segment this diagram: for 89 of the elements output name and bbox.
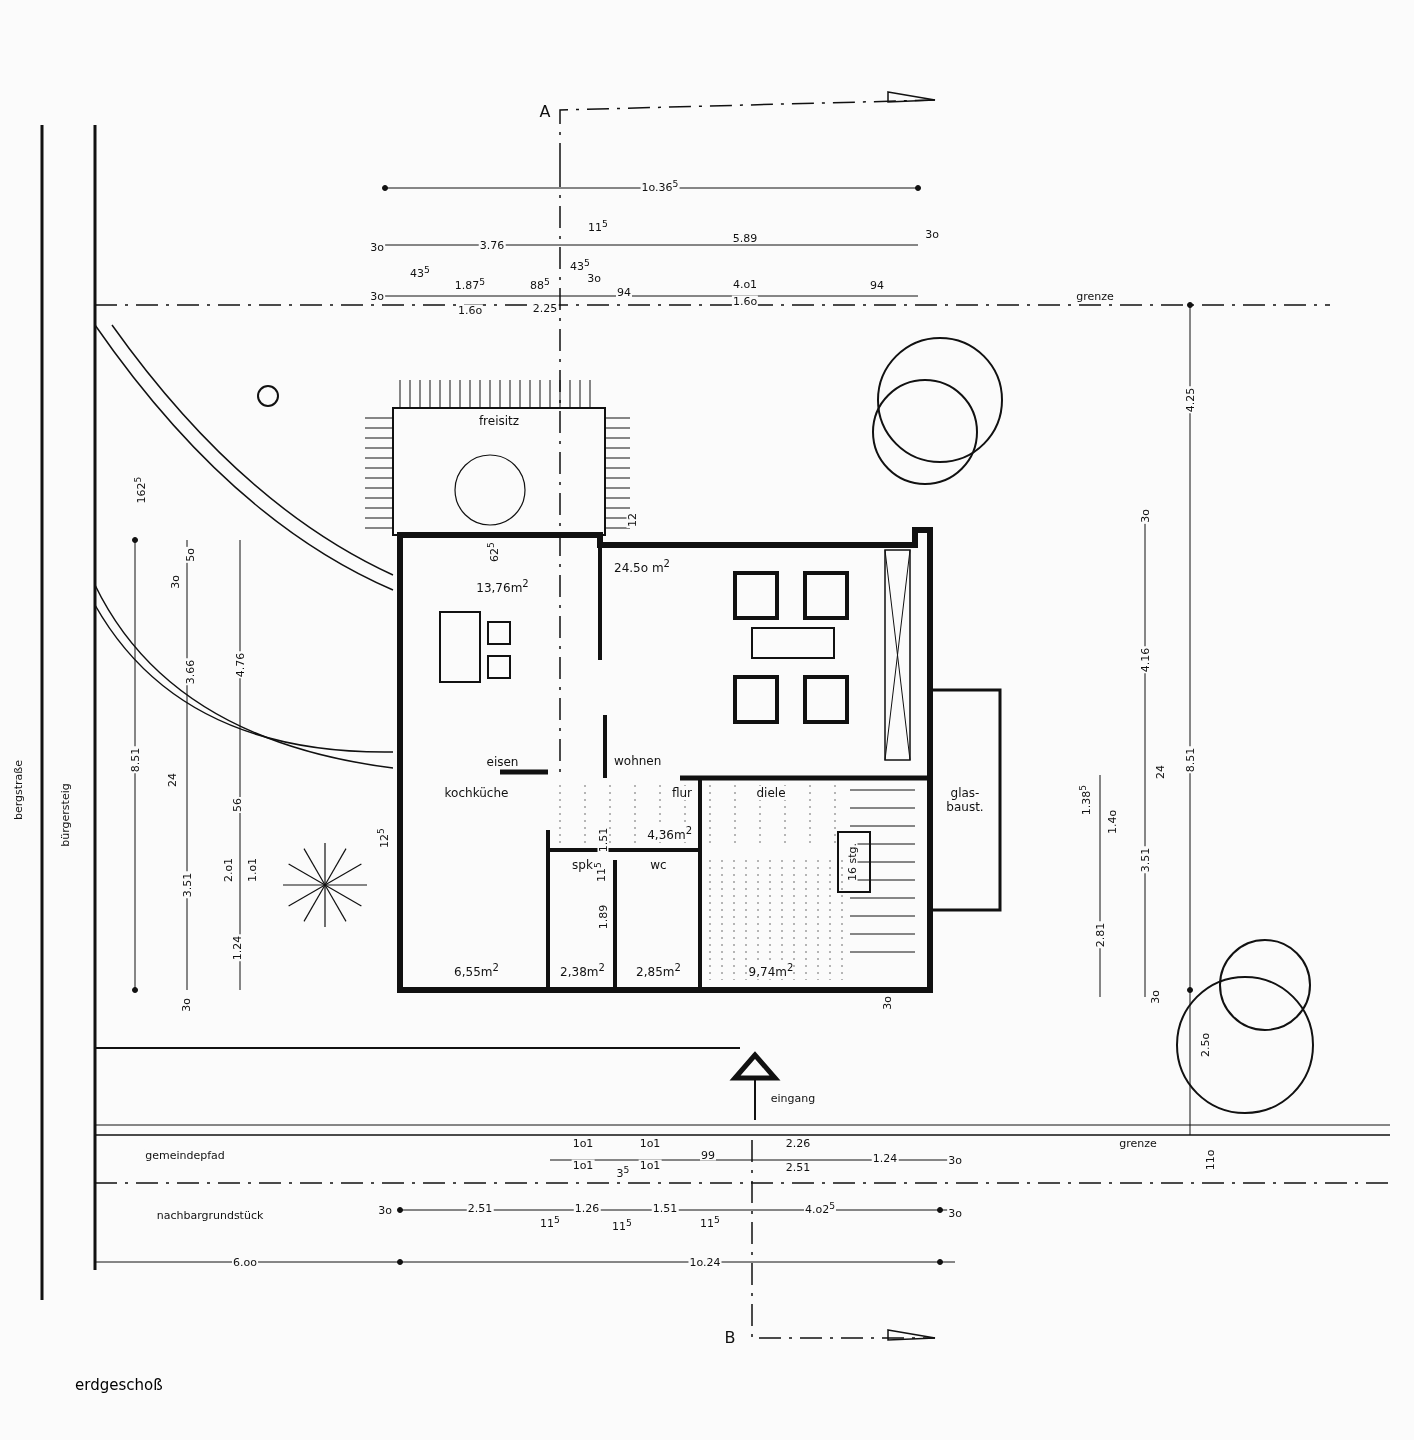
section-label: A [538,104,552,120]
dimension-label: 1.26 [573,1202,601,1214]
dimension-label: 1.87$^{5}$ [453,276,487,292]
dimension-label: 1.6o [456,304,484,316]
dimension-label: 8.51 [129,746,141,774]
dimension-label: 2.51 [784,1161,812,1173]
area-label: 2,38m$^{2}$ [560,962,605,979]
dimension-label: 24 [166,772,178,788]
dimension-label: 11$^{5}$ [611,1217,633,1233]
dimension-label: 1.6o [731,295,759,307]
dimension-label: 88$^{5}$ [529,276,551,292]
dimension-label: 2.o1 [222,856,234,884]
dimension-label: 11$^{5}$ [539,1214,561,1230]
dimension-label: 3$^{5}$ [615,1164,631,1180]
dimension-label: 1o1 [638,1137,662,1149]
place-label: nachbargrundstück [155,1209,265,1221]
dimension-label: 3o [586,272,602,284]
dimension-label: 2.51 [466,1202,494,1214]
area-label: 9,74m$^{2}$ [748,962,794,979]
area-label: 6,55m$^{2}$ [454,962,499,979]
dimension-label: 6.oo [232,1256,258,1268]
dimension-label: 3o [881,995,893,1011]
dimension-label: 11$^{5}$ [699,1214,721,1230]
dimension-label: 3o [924,228,940,240]
room-label: flur [671,786,692,800]
dimension-label: 1.o1 [246,856,258,884]
dimension-label: 8.51 [1184,746,1196,774]
dimension-label: 43$^{5}$ [409,264,431,280]
dimension-label: 3o [180,997,192,1013]
dimension-label: 1.51 [651,1202,679,1214]
dimension-label: 2.81 [1094,921,1106,949]
dimension-label: 56 [231,797,243,813]
dimension-label: 2.5o [1199,1031,1211,1059]
dimension-label: 1o1 [571,1159,595,1171]
dimension-label: 2.25 [531,302,559,314]
area-label: 2,85m$^{2}$ [636,962,681,979]
dimension-label: 3o [947,1207,963,1219]
dimension-label: 11o [1204,1148,1216,1172]
dimension-label: 4.o2$^{5}$ [803,1200,837,1216]
dimension-label: 4.o1 [731,278,759,290]
place-label: gemeindepfad [144,1149,226,1161]
dimension-label: 1o1 [571,1137,595,1149]
room-label: wohnen [614,754,662,768]
dimension-label: 24 [1154,764,1166,780]
dimension-label: 5.89 [731,232,759,244]
dimension-label: 1.89 [597,903,609,931]
area-label: 13,76m$^{2}$ [476,578,529,595]
dimension-label: 11$^{5}$ [587,218,609,234]
dimension-label: 3o [947,1154,963,1166]
room-label: diele [756,786,786,800]
place-label: eingang [769,1092,817,1104]
dimension-label: 3o [369,290,385,302]
room-label: freisitz [478,414,520,428]
dimension-label: 12 [626,512,638,528]
dimension-label: 4.76 [234,651,246,679]
dimension-label: 16 stg. [846,842,858,882]
dimension-label: 3.51 [1139,846,1151,874]
area-label: 24.5o m$^{2}$ [614,558,670,575]
dimension-label: 3o [369,241,385,253]
dimension-label: 3o [1139,508,1151,524]
dimension-label: 2.26 [784,1137,812,1149]
place-label: bürgersteig [59,782,71,848]
dimension-label: 3o [169,574,181,590]
dimension-label: 1o.36$^{5}$ [640,178,680,194]
dimension-label: 4.25 [1184,386,1196,414]
dimension-label: 99 [700,1149,716,1161]
dimension-label: 3.51 [181,871,193,899]
dimension-label: 1.51 [597,826,609,854]
area-label: 4,36m$^{2}$ [647,825,692,842]
dimension-label: 3.76 [478,239,506,251]
place-label: bergstraße [12,758,24,822]
dimension-label: 43$^{5}$ [569,257,591,273]
dimension-label: 3o [377,1204,393,1216]
dimension-label: 1.24 [871,1152,899,1164]
room-label: eisen [486,755,519,769]
dimension-label: 4.16 [1139,646,1151,674]
dimension-label: 3o [1149,989,1161,1005]
dimension-label: 5o [184,547,196,563]
dimension-label: 1o1 [638,1159,662,1171]
section-label: B [723,1330,737,1346]
dimension-label: 94 [616,286,632,298]
dimension-label: 1.24 [231,934,243,962]
room-label: spk [572,858,593,872]
room-label: kochküche [444,786,509,800]
dimension-label: 1.4o [1106,808,1118,836]
dimension-label: 94 [869,279,885,291]
dimension-label: 3.66 [184,658,196,686]
dimension-label: 1o.24 [688,1256,722,1268]
caption: erdgeschoß [75,1376,163,1394]
